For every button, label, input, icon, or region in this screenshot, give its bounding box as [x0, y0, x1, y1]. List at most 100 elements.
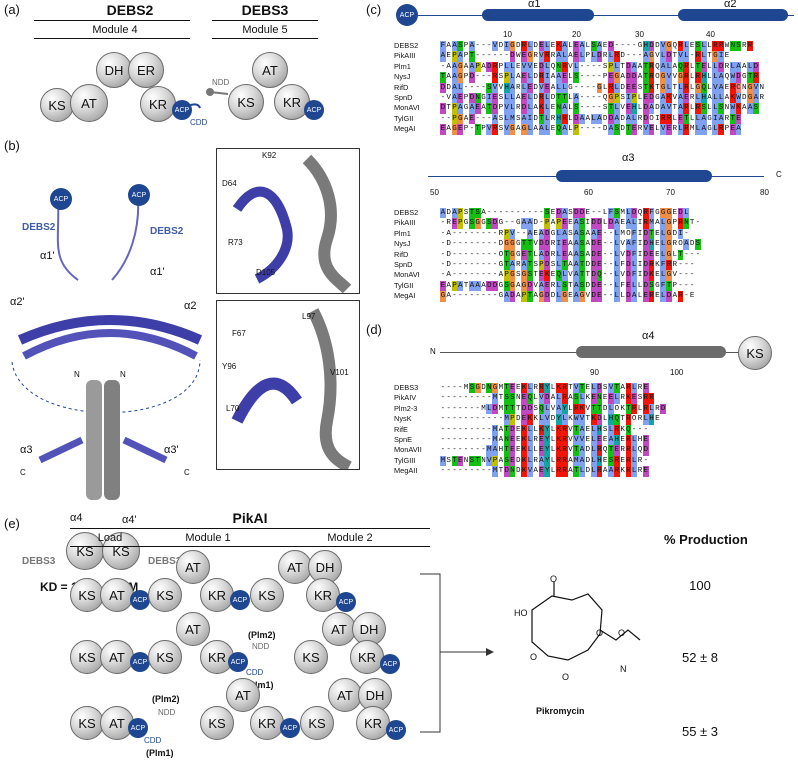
sequence-name: NysK — [394, 414, 412, 424]
domain-at: AT — [278, 550, 312, 584]
residue-label: L70 — [226, 404, 240, 413]
sequence-residues: EAGEP-TPVRSVGAGLAALEQALP----DASDTERVELVE… — [440, 124, 742, 135]
cdd-label: CDD — [190, 118, 208, 127]
sequence-name: SpnD — [394, 259, 413, 269]
domain-ks: KS — [70, 706, 104, 740]
domain-ks: KS — [148, 578, 182, 612]
sequence-residues: ---------MANEEKLREYLKRVVVELEEAHERLHE — [440, 434, 649, 446]
panel-label-c: (c) — [366, 2, 382, 17]
molecule-atom: O — [596, 628, 604, 638]
panel-label-e: (e) — [4, 516, 20, 531]
helix-a3-right: α3' — [164, 444, 179, 456]
domain-ks: KS — [228, 84, 264, 120]
production-value: 100 — [689, 578, 711, 593]
residue-number: 80 — [760, 188, 769, 197]
domain-er: ER — [128, 52, 164, 88]
molecule-atom: O — [562, 672, 570, 682]
acp-domain: ACP — [280, 718, 300, 738]
molecule-atom: O — [530, 652, 538, 662]
domain-at: AT — [322, 612, 356, 646]
pikai-title: PikAI — [232, 510, 268, 526]
alignment-row: TylGII--PGAE---ASLMSAIDTLRHRLDAALADDADAL… — [394, 113, 765, 125]
sequence-name: PikAIII — [394, 218, 416, 228]
molecule-atom: N — [620, 664, 627, 674]
residue-label: K92 — [262, 151, 277, 160]
debs3-module-label: Module 5 — [242, 24, 288, 36]
helix-label: α2 — [724, 0, 737, 10]
sequence-name: NysJ — [394, 72, 411, 82]
plm1-label: (Plm1) — [246, 680, 274, 690]
sequence-name: DEBS3 — [394, 383, 419, 392]
domain-at: AT — [176, 550, 210, 584]
pikromycin-structure — [531, 582, 641, 661]
sequence-name: MonAVI — [394, 103, 420, 113]
residue-label: R73 — [228, 238, 243, 247]
alignment-row: MonAVI-A--------APGSGSTEKEQLVATTDQ--LVDF… — [394, 270, 701, 281]
helix-label: α3 — [622, 152, 635, 164]
sequence-name: RifE — [394, 424, 408, 434]
cdd-label: CDD — [246, 668, 264, 677]
residue-number: 10 — [503, 30, 512, 39]
helix-a1-right: α1' — [150, 266, 165, 278]
acp-domain: ACP — [380, 654, 400, 674]
inset-box-salt-bridge — [216, 148, 360, 294]
domain-ks: KS — [294, 640, 328, 674]
domain-ks: KS — [200, 706, 234, 740]
domain-kr: KR — [274, 84, 310, 120]
alignment-row: PikAIII-REPGSGGSDG--GAAD-PAPEEASIDDLDAEA… — [394, 218, 701, 229]
domain-ks: KS — [40, 88, 74, 122]
sequence-residues: -D--------GTARATSPDSLTAATDDE--LFDLIDRKFR… — [440, 259, 695, 271]
sequence-backbone — [418, 15, 794, 16]
sequence-residues: -------MLDMTTTDDSQLVAYLRKVTTDLOKTRLRLRD — [440, 403, 667, 415]
acp-domain: ACP — [304, 100, 324, 120]
residue-label: V101 — [330, 368, 349, 377]
residue-number: 100 — [670, 368, 684, 377]
sequence-name: MegAI — [394, 124, 416, 134]
helix-bar-a1 — [482, 9, 594, 21]
domain-kr: KR — [200, 578, 234, 612]
ndd-label: NDD — [158, 708, 176, 717]
helix-a4-right: α4' — [122, 514, 137, 526]
alignment-row: MegAII---------MTDNDKVAEYLRRATLDLRAARKRL… — [394, 466, 666, 477]
helix-a4-left: α4 — [70, 512, 83, 524]
sequence-residues: -D--------DGGGTTVDDRIEAASADE--LVAFIDHELG… — [440, 239, 701, 250]
panel-label-b: (b) — [4, 138, 20, 153]
sequence-residues: ADAPSTSA----------SEDASDDE--LFSMLDQRFGGG… — [440, 208, 690, 219]
residue-number: 30 — [635, 30, 644, 39]
debs3-title: DEBS3 — [241, 2, 289, 18]
alignment-row: MegAI EAGEP-TPVRSVGAGLAALEQALP----DASDTER… — [394, 124, 765, 135]
ndd-label: NDD — [252, 642, 270, 651]
domain-ks: KS — [250, 578, 284, 612]
sequence-name: Plm1 — [394, 61, 411, 71]
plm2-label: (Plm2) — [248, 630, 276, 640]
domain-at: AT — [100, 578, 134, 612]
sequence-residues: ---------MATDEKLLKYLKRVTAELHSLRKQ--- — [440, 424, 649, 435]
sequence-name: DEBS2 — [394, 208, 419, 217]
production-value: 55 ± 3 — [681, 724, 719, 739]
c-term-left: C — [20, 468, 26, 477]
production-value: 52 ± 8 — [681, 650, 719, 665]
domain-kr: KR — [350, 640, 384, 674]
ks-domain: KS — [738, 336, 772, 370]
residue-number: 60 — [584, 188, 593, 197]
plm1-label: (Plm1) — [146, 748, 174, 758]
debs2-right-label: DEBS2 — [150, 226, 184, 237]
helix-a2-left: α2' — [10, 296, 25, 308]
molecule-atom: HO — [514, 608, 528, 618]
residue-number: 70 — [666, 188, 675, 197]
acp-domain: ACP — [128, 718, 148, 738]
sequence-name: NysJ — [394, 239, 411, 249]
n-term-left: N — [74, 370, 80, 379]
sequence-residues: AEPAPT------DWEGRVRRALAELPLDRLRD---AGVLD… — [440, 51, 730, 62]
debs2-module-rule — [34, 38, 190, 39]
ks-domain-left: KS — [66, 532, 104, 570]
helix-bar-a4 — [576, 346, 726, 358]
debs2-title: DEBS2 — [106, 2, 154, 18]
helix-a3-left: α3 — [20, 444, 33, 456]
sequence-residues: MSTENSTNVPASEDKLRAYLRRAMADLHESRERLR- — [440, 455, 649, 467]
alignment-row: DEBS2 ADAPSTSA----------SEDASDDE--LFSMLDQ… — [394, 208, 701, 219]
